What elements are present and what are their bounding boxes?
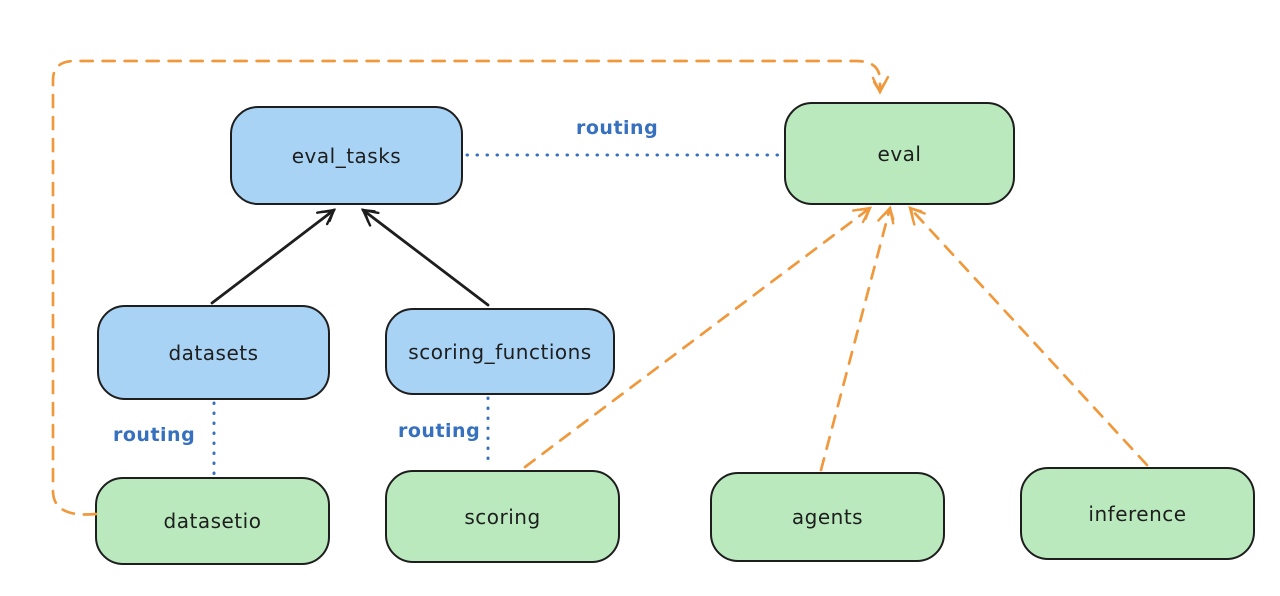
node-inference: inference (1020, 467, 1255, 560)
node-inference-label: inference (1088, 501, 1187, 526)
node-agents-label: agents (791, 505, 864, 529)
node-scoring-label: scoring (464, 504, 541, 529)
node-datasets: datasets (97, 305, 330, 400)
edge-label-routing-scoring: routing (398, 420, 481, 442)
node-scoring-functions-label: scoring_functions (408, 339, 592, 364)
node-datasets-label: datasets (168, 340, 259, 365)
node-datasetio-label: datasetio (163, 509, 262, 533)
edge-label-routing-datasets: routing (113, 424, 196, 446)
edge-datasets-to-eval-tasks (210, 208, 337, 305)
node-agents: agents (710, 472, 945, 562)
edge-agents-to-eval (819, 205, 895, 472)
edge-label-routing-top: routing (576, 117, 659, 139)
node-scoring-functions: scoring_functions (385, 308, 615, 395)
node-eval-tasks: eval_tasks (230, 106, 463, 205)
node-eval: eval (784, 102, 1015, 205)
node-scoring: scoring (385, 470, 620, 563)
node-eval-label: eval (877, 141, 922, 166)
edge-datasetio-to-eval-loop (51, 59, 890, 516)
edge-inference-to-eval (908, 206, 1149, 467)
edge-scoring-functions-to-eval-tasks (360, 208, 490, 307)
node-eval-tasks-label: eval_tasks (291, 143, 402, 168)
node-datasetio: datasetio (95, 477, 330, 565)
